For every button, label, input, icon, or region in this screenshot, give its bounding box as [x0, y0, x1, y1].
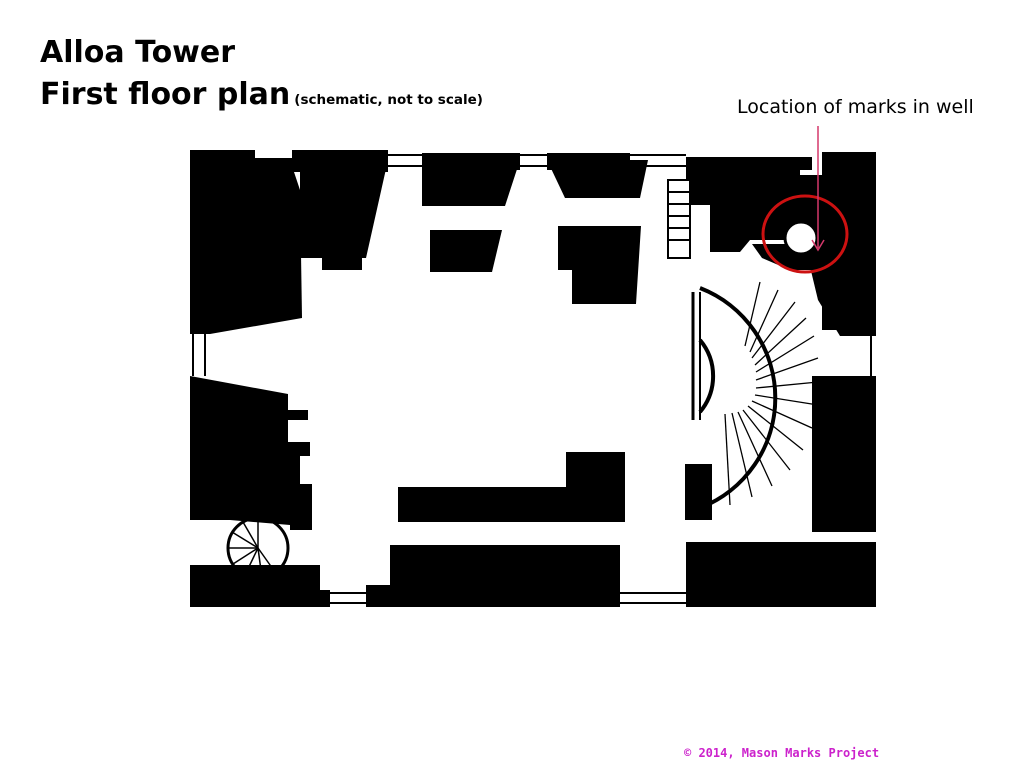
callout-arrow-icon: [811, 126, 825, 252]
copyright-notice: © 2014, Mason Marks Project: [684, 746, 880, 760]
window-frames: [192, 154, 872, 604]
title-qualifier: (schematic, not to scale): [294, 92, 483, 108]
plan-walls: [190, 150, 876, 607]
well-icon: [783, 220, 819, 256]
page-title: Alloa Tower First floor plan(schematic, …: [40, 32, 483, 121]
grand-staircase: [691, 281, 819, 510]
title-floor-label: First floor plan: [40, 77, 291, 112]
title-line-1: Alloa Tower: [40, 35, 236, 70]
highlight-circle: [761, 194, 849, 274]
straight-stair: [667, 179, 691, 259]
callout-label: Location of marks in well: [737, 96, 974, 118]
title-line-2: First floor plan(schematic, not to scale…: [40, 74, 483, 121]
spiral-staircase: [226, 516, 290, 580]
